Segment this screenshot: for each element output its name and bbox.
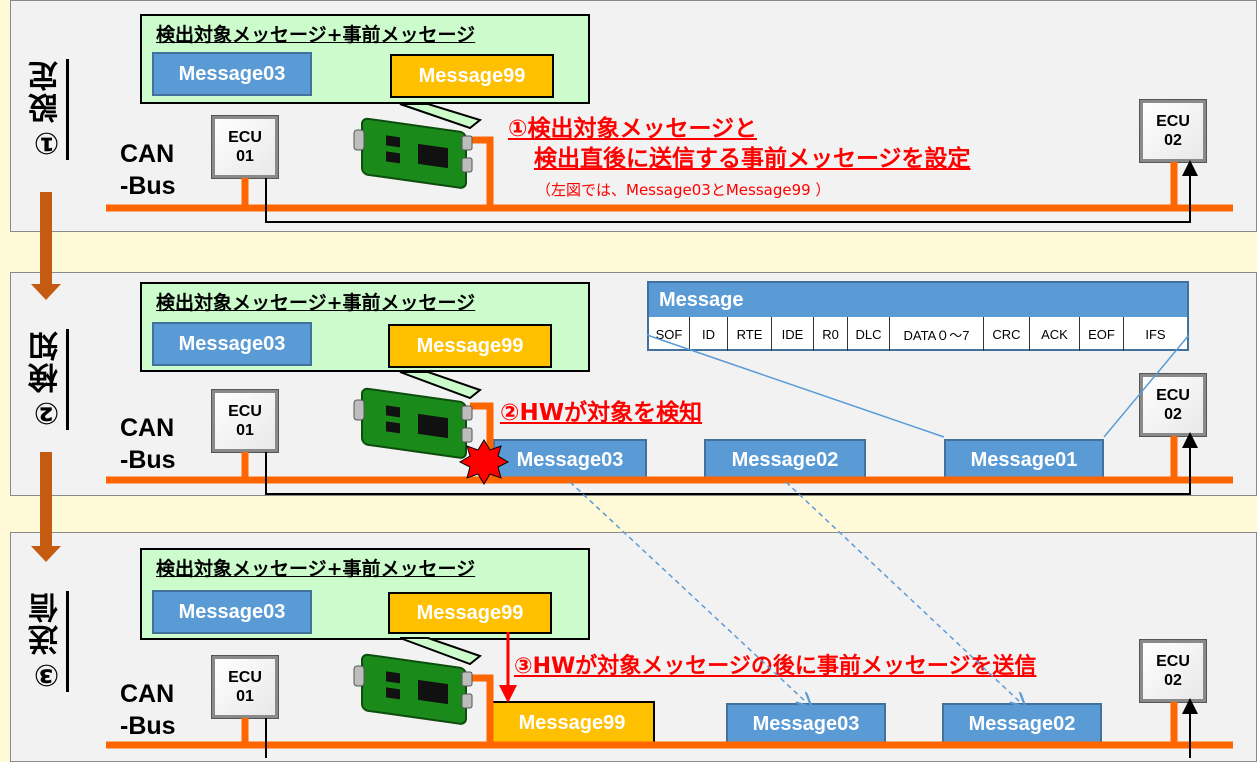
ecu01-box: ECU 01: [211, 389, 279, 453]
ecu02-name: ECU: [1156, 653, 1190, 670]
config-message-target: Message03: [152, 590, 312, 634]
hardware-board-icon: [353, 653, 473, 726]
config-message-pre: Message99: [390, 54, 554, 98]
ecu02-number: 02: [1164, 672, 1182, 689]
ecu01-number: 01: [236, 422, 254, 439]
hardware-board-icon: [353, 387, 473, 460]
step3-config-box: 検出対象メッセージ+事前メッセージ Message03 Message99: [140, 548, 590, 640]
frame-field: EOF: [1079, 317, 1123, 351]
config-title: 検出対象メッセージ+事前メッセージ: [156, 558, 476, 580]
config-message-target: Message03: [152, 52, 312, 96]
step2-config-box: 検出対象メッセージ+事前メッセージ Message03 Message99: [140, 282, 590, 372]
config-pointer: [399, 371, 483, 400]
can-bus-label: CAN -Bus: [120, 138, 176, 202]
ecu02-number: 02: [1164, 132, 1182, 149]
step1-annotation-note: （左図では、Message03とMessage99 ）: [536, 181, 831, 199]
message-frame-title: Message: [649, 283, 1187, 317]
frame-field: SOF: [655, 326, 683, 342]
step2-annotation: ②HWが対象を検知: [500, 400, 703, 426]
config-pointer: [399, 103, 483, 130]
config-message-pre: Message99: [388, 324, 552, 368]
can-label-line1: CAN: [120, 140, 175, 168]
can-bus-label: CAN -Bus: [120, 678, 176, 742]
frame-field: IDE: [771, 317, 813, 351]
frame-field: IFS: [1123, 317, 1187, 351]
ecu01-name: ECU: [228, 403, 262, 420]
config-message-target: Message03: [152, 322, 312, 366]
step-arrow-icon: [31, 452, 61, 562]
ecu01-name: ECU: [228, 129, 262, 146]
frame-field: DATA０～7: [889, 317, 983, 351]
frame-field: ID: [689, 317, 727, 351]
bus-message: Message01: [944, 439, 1104, 481]
hardware-board-icon: [353, 117, 473, 190]
frame-field: R0: [813, 317, 847, 351]
ecu01-name: ECU: [228, 669, 262, 686]
step1-annotation-line2: 検出直後に送信する事前メッセージを設定: [534, 146, 971, 172]
ecu02-name: ECU: [1156, 387, 1190, 404]
config-title: 検出対象メッセージ+事前メッセージ: [156, 292, 476, 314]
config-message-pre: Message99: [388, 592, 552, 634]
can-label-line2: -Bus: [120, 446, 176, 474]
ecu02-box: ECU 02: [1139, 99, 1207, 163]
message-frame-structure: Message SOF ID RTE IDE R0 DLC DATA０～7 CR…: [647, 281, 1189, 351]
can-bus-label: CAN -Bus: [120, 412, 176, 476]
bus-message: Message02: [942, 703, 1102, 745]
step3-annotation: ③HWが対象メッセージの後に事前メッセージを送信: [514, 654, 1037, 679]
ecu02-box: ECU 02: [1139, 639, 1207, 703]
ecu02-box: ECU 02: [1139, 373, 1207, 437]
can-label-line1: CAN: [120, 680, 175, 708]
can-label-line2: -Bus: [120, 172, 176, 200]
ecu02-number: 02: [1164, 406, 1182, 423]
ecu01-number: 01: [236, 148, 254, 165]
config-title: 検出対象メッセージ+事前メッセージ: [156, 24, 476, 46]
can-label-line1: CAN: [120, 414, 175, 442]
ecu01-box: ECU 01: [211, 655, 279, 719]
frame-field: DLC: [847, 317, 889, 351]
detection-burst-icon: [458, 439, 510, 485]
frame-field: CRC: [983, 317, 1029, 351]
step-arrow-icon: [31, 192, 61, 300]
ecu01-box: ECU 01: [211, 115, 279, 179]
frame-field: ACK: [1029, 317, 1079, 351]
ecu02-name: ECU: [1156, 113, 1190, 130]
step1-annotation-line1: ①検出対象メッセージと: [508, 116, 758, 142]
ecu01-number: 01: [236, 688, 254, 705]
can-label-line2: -Bus: [120, 712, 176, 740]
frame-field: RTE: [727, 317, 771, 351]
message-frame-fields: SOF ID RTE IDE R0 DLC DATA０～7 CRC ACK EO…: [649, 317, 1187, 351]
config-pointer: [399, 637, 483, 666]
step1-config-box: 検出対象メッセージ+事前メッセージ Message03 Message99: [140, 14, 590, 104]
